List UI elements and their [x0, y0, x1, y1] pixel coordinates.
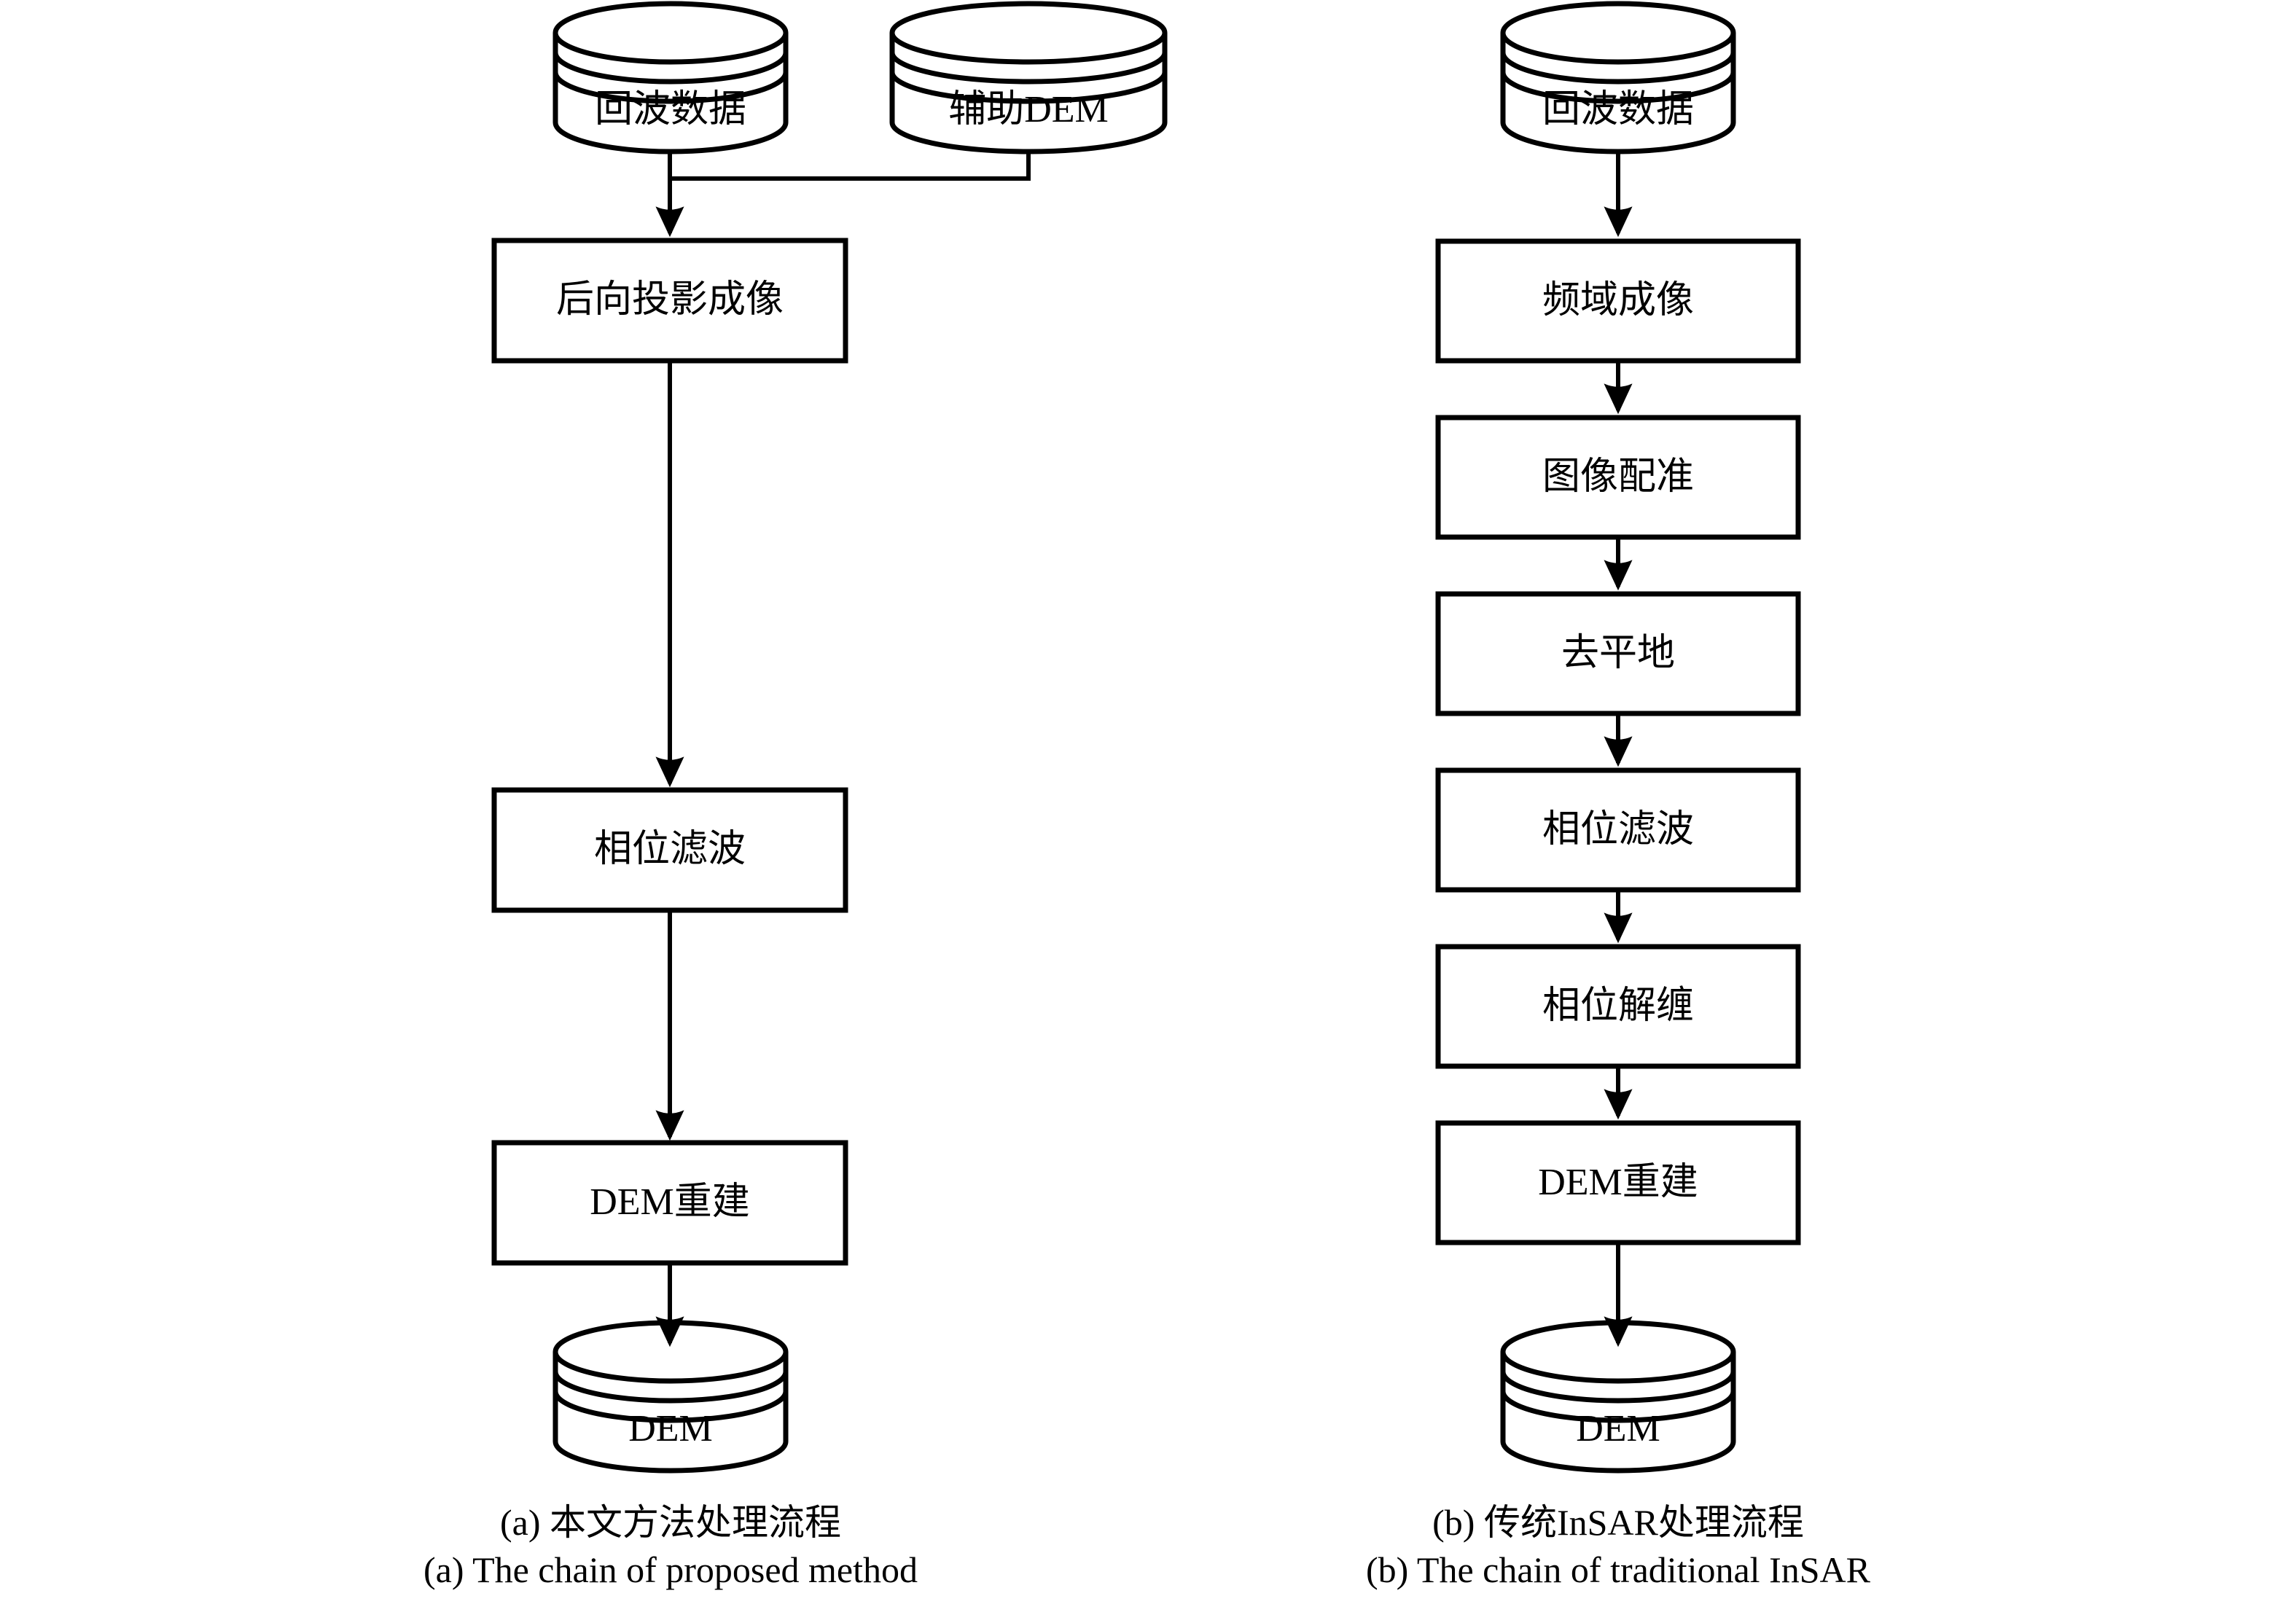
box-b-image-registration	[1435, 415, 1801, 540]
edge-a-aux-dem-to-bp	[670, 152, 1031, 181]
box-b-phase-filter	[1435, 767, 1801, 893]
caption-b-english: (b) The chain of traditional InSAR	[1366, 1549, 1870, 1590]
box-b-dem-reconstruction	[1435, 1120, 1801, 1245]
cylinder-a-echo	[552, 1, 789, 154]
cylinder-b-echo	[1500, 1, 1736, 154]
box-a-dem-reconstruction	[491, 1140, 848, 1266]
box-a-phase-filter	[491, 787, 848, 913]
box-b-flat-earth-removal	[1435, 591, 1801, 716]
cylinder-a-output-dem	[552, 1320, 789, 1474]
caption-a-chinese: (a) 本文方法处理流程	[500, 1502, 841, 1543]
box-b-frequency-imaging	[1435, 238, 1801, 364]
cylinder-b-output-dem	[1500, 1320, 1736, 1474]
cylinder-a-aux-dem	[889, 1, 1168, 154]
caption-a-english: (a) The chain of proposed method	[423, 1549, 918, 1590]
caption-b-chinese: (b) 传统InSAR处理流程	[1432, 1502, 1804, 1543]
box-b-phase-unwrapping	[1435, 944, 1801, 1069]
box-a-backprojection	[491, 238, 848, 364]
